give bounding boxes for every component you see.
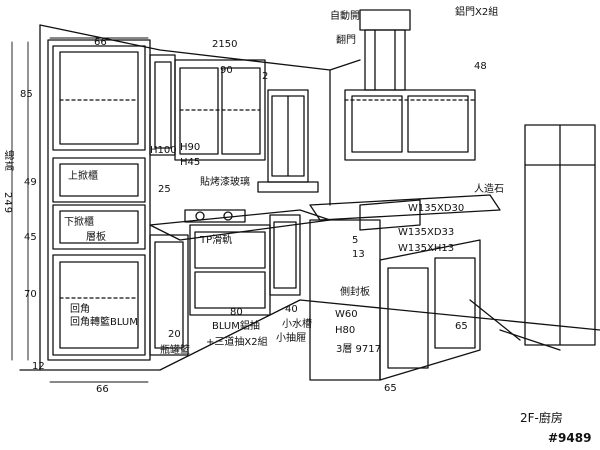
label-bottom-corner: 回角 <box>70 304 90 315</box>
label-side-w60: W60 <box>335 309 358 320</box>
label-counter: W135XD30 <box>408 203 465 214</box>
label-h45: H45 <box>180 157 201 168</box>
label-h90: H90 <box>180 142 201 153</box>
label-left-bottom: 66 <box>96 384 109 395</box>
label-blum-drawer: BLUM鋁抽 <box>212 321 260 332</box>
label-w135-h13: W135XH13 <box>398 243 455 254</box>
label-three-drawer: +三道抽X2組 <box>206 337 268 348</box>
window <box>257 89 319 193</box>
label-mid-45: 45 <box>24 232 37 243</box>
label-total-height: 總高 <box>2 150 13 172</box>
label-sink: 小水槽 <box>282 319 312 330</box>
label-dim-65-a: 65 <box>455 321 468 332</box>
range-hood <box>344 9 476 161</box>
label-drawer: TP滑軌 <box>200 235 233 246</box>
label-side-panel: 側封板 <box>340 287 370 298</box>
label-room: 2F-廚房 <box>520 411 563 425</box>
label-hood-dim: 鋁門X2組 <box>455 7 499 18</box>
label-wall-tile: 貼烤漆玻璃 <box>200 177 250 188</box>
upper-wall-cabinets <box>149 54 266 161</box>
label-dim-80: 80 <box>230 307 243 318</box>
label-top-marker: 2 <box>262 71 269 82</box>
dimension-lines <box>11 37 149 383</box>
label-side-3: 3層 9717 <box>336 344 381 355</box>
label-bar-dim: 48 <box>474 61 487 72</box>
label-total-height-value: 249 <box>2 192 13 215</box>
label-counter-top: 人造石 <box>474 184 504 195</box>
label-dim-65-b: 65 <box>384 383 397 394</box>
label-w135-d33: W135XD33 <box>398 227 455 238</box>
label-top-width-right: 90 <box>220 65 233 76</box>
lower-cabinets <box>149 209 331 356</box>
label-wall-gap: 25 <box>158 184 171 195</box>
label-lower-lift: 下掀櫃 <box>64 217 94 228</box>
label-sheet-no: #9489 <box>548 431 592 445</box>
label-h100: H100 <box>150 145 177 156</box>
label-upper-lift: 上掀櫃 <box>68 171 98 182</box>
label-blum: 回角轉籃BLUM <box>70 317 138 328</box>
island-bar <box>309 194 501 381</box>
label-base-height: 12 <box>32 361 45 372</box>
label-range-hood: 自動開 <box>330 11 360 22</box>
label-mid-49: 49 <box>24 177 37 188</box>
left-tall-cabinet <box>47 39 151 361</box>
right-door <box>524 124 596 346</box>
label-range-hood-sub: 翻門 <box>336 35 356 46</box>
label-small-drawer: 小抽屜 <box>276 333 306 344</box>
label-shelf: 層板 <box>86 232 106 243</box>
label-side-13: 13 <box>352 249 365 260</box>
label-lower-height: 70 <box>24 289 37 300</box>
label-spice: 瓶罐籃 <box>160 345 190 356</box>
label-dim-20: 20 <box>168 329 181 340</box>
label-top-width-mid: 2150 <box>212 39 238 50</box>
label-side-h80: H80 <box>335 325 356 336</box>
label-side-5: 5 <box>352 235 359 246</box>
label-upper-height: 85 <box>20 89 33 100</box>
label-dim-40: 40 <box>285 304 298 315</box>
label-top-width-left: 66 <box>94 37 107 48</box>
